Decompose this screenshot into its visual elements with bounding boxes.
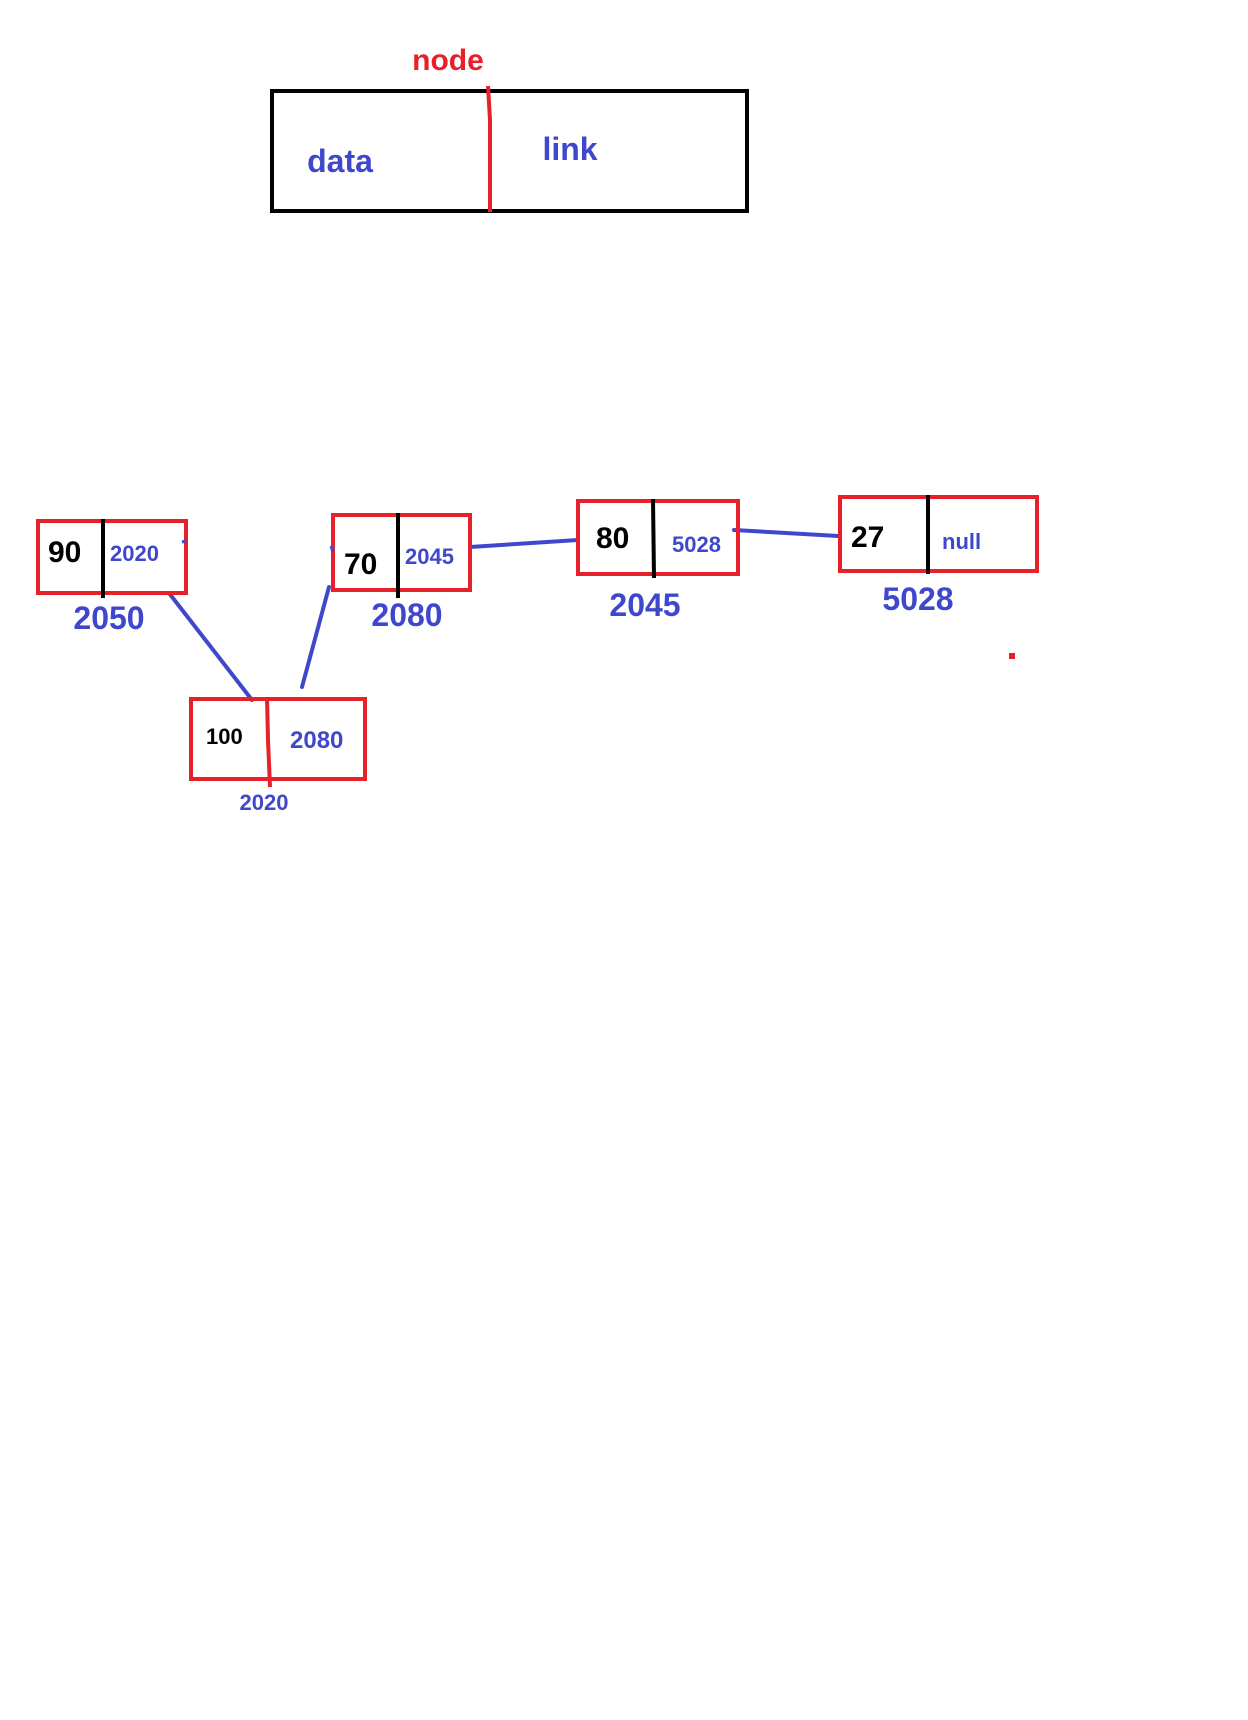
node-data-value: 70 <box>344 548 377 581</box>
list-node: 70 2045 2080 <box>331 513 472 633</box>
stray-blue-mark <box>181 539 187 544</box>
stray-red-dot <box>1009 653 1015 659</box>
node-data-value: 90 <box>48 536 81 569</box>
node-address: 2050 <box>73 600 144 636</box>
node-address: 5028 <box>882 581 953 617</box>
node-data-value: 80 <box>596 522 629 555</box>
legend-node-link-label: link <box>542 131 597 167</box>
legend-node-title: node <box>412 44 484 77</box>
list-node: 90 2020 2050 <box>36 519 188 636</box>
connector-2050-to-2020 <box>167 591 254 702</box>
node-box <box>189 697 367 781</box>
node-link-value: 2020 <box>110 541 159 566</box>
node-address: 2020 <box>240 790 289 815</box>
node-box <box>36 519 188 595</box>
node-address: 2080 <box>371 597 442 633</box>
stray-blue-mark <box>329 545 335 553</box>
connector-2045-to-5028 <box>732 528 840 538</box>
connectors <box>167 528 840 702</box>
node-link-value: 2080 <box>290 727 343 754</box>
node-box <box>838 495 1039 573</box>
node-link-value: null <box>942 529 981 554</box>
legend-node-box <box>270 89 749 213</box>
node-divider <box>265 696 272 788</box>
list-node: 100 2080 2020 <box>189 696 367 815</box>
legend-node: node data link <box>270 44 749 213</box>
node-data-value: 100 <box>206 724 243 749</box>
node-divider <box>651 498 656 579</box>
node-link-value: 5028 <box>672 532 721 557</box>
legend-node-divider <box>486 85 492 212</box>
node-link-value: 2045 <box>405 544 454 569</box>
node-box <box>576 499 740 576</box>
legend-node-data-label: data <box>307 143 373 179</box>
connector-2020-to-2080 <box>300 585 331 689</box>
connector-2080-to-2045 <box>468 538 580 549</box>
node-address: 2045 <box>609 587 680 623</box>
node-box <box>331 513 472 592</box>
node-data-value: 27 <box>851 521 884 554</box>
list-node: 27 null 5028 <box>838 495 1039 617</box>
list-node: 80 5028 2045 <box>576 498 740 623</box>
